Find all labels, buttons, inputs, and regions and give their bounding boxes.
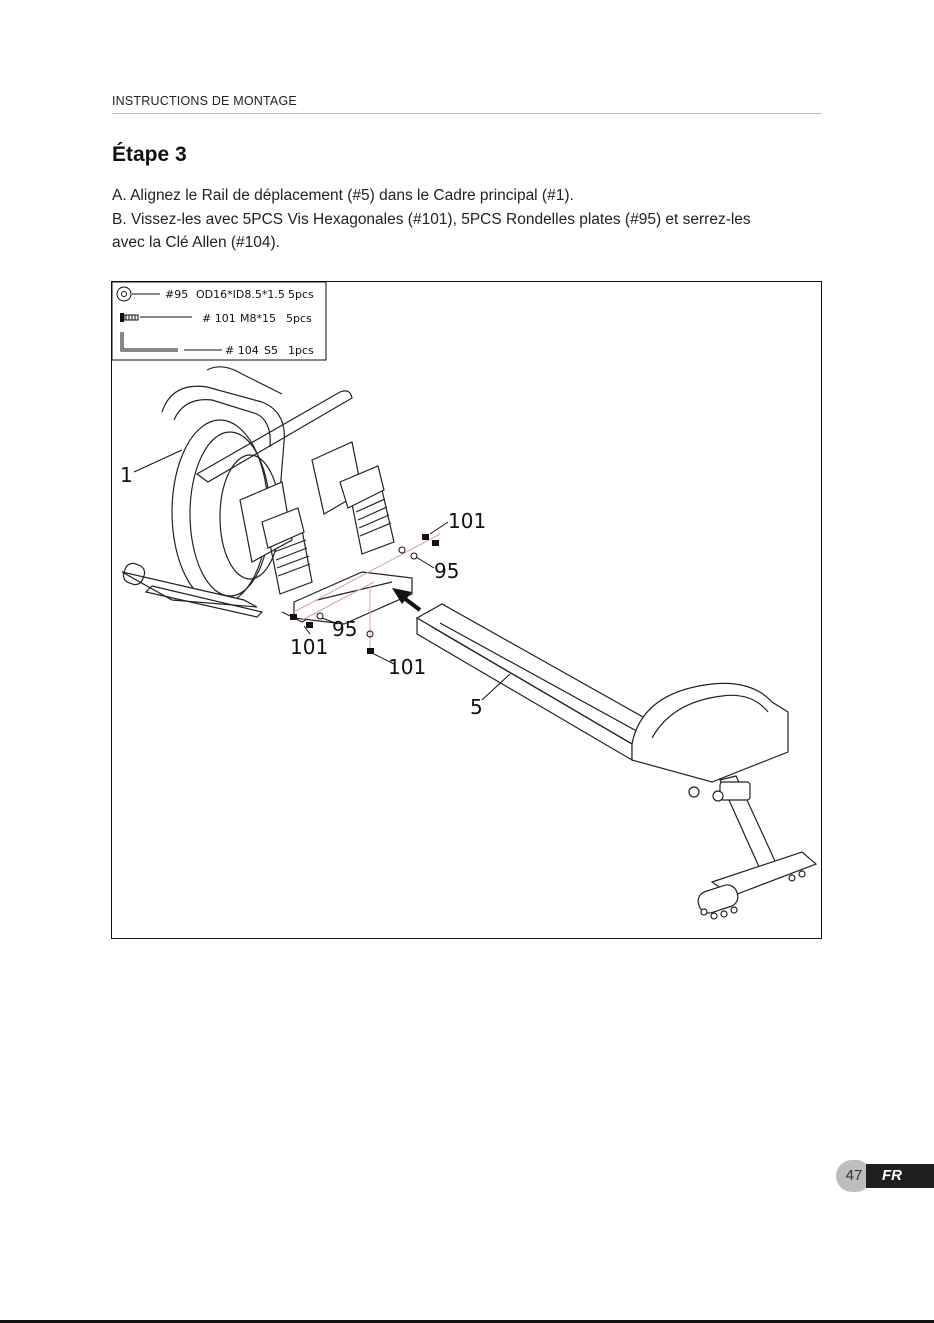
legend-qty: 1pcs <box>288 344 314 357</box>
callout-bolt: 101 <box>388 655 426 679</box>
assembly-figure: #95 OD16*ID8.5*1.5 5pcs # 101 M8*15 5pcs <box>111 281 822 939</box>
language-tab: FR <box>866 1164 934 1188</box>
callout-washer: 95 <box>434 559 459 583</box>
slide-rail-drawing <box>417 604 816 919</box>
instruction-line: A. Alignez le Rail de déplacement (#5) d… <box>112 184 852 208</box>
callout-rail: 5 <box>470 695 483 719</box>
step-title: Étape 3 <box>112 143 187 167</box>
instruction-line: B. Vissez-les avec 5PCS Vis Hexagonales … <box>112 208 852 232</box>
legend-number: # 101 <box>202 312 236 325</box>
callout-main-frame: 1 <box>120 463 133 487</box>
assembly-drawing: #95 OD16*ID8.5*1.5 5pcs # 101 M8*15 5pcs <box>112 282 823 940</box>
legend-spec: S5 <box>264 344 278 357</box>
instructions: A. Alignez le Rail de déplacement (#5) d… <box>112 184 852 255</box>
header-divider <box>112 113 822 114</box>
parts-legend: #95 OD16*ID8.5*1.5 5pcs # 101 M8*15 5pcs <box>112 282 326 360</box>
legend-spec: M8*15 <box>240 312 276 325</box>
right-footrest-drawing <box>312 442 394 554</box>
legend-number: # 104 <box>225 344 259 357</box>
section-label: INSTRUCTIONS DE MONTAGE <box>112 94 297 108</box>
legend-spec: OD16*ID8.5*1.5 <box>196 288 285 301</box>
callout-bolt: 101 <box>448 509 486 533</box>
callout-bolt: 101 <box>290 635 328 659</box>
legend-qty: 5pcs <box>288 288 314 301</box>
callout-washer: 95 <box>332 617 357 641</box>
legend-qty: 5pcs <box>286 312 312 325</box>
instruction-line: avec la Clé Allen (#104). <box>112 231 852 255</box>
legend-number: #95 <box>165 288 188 301</box>
